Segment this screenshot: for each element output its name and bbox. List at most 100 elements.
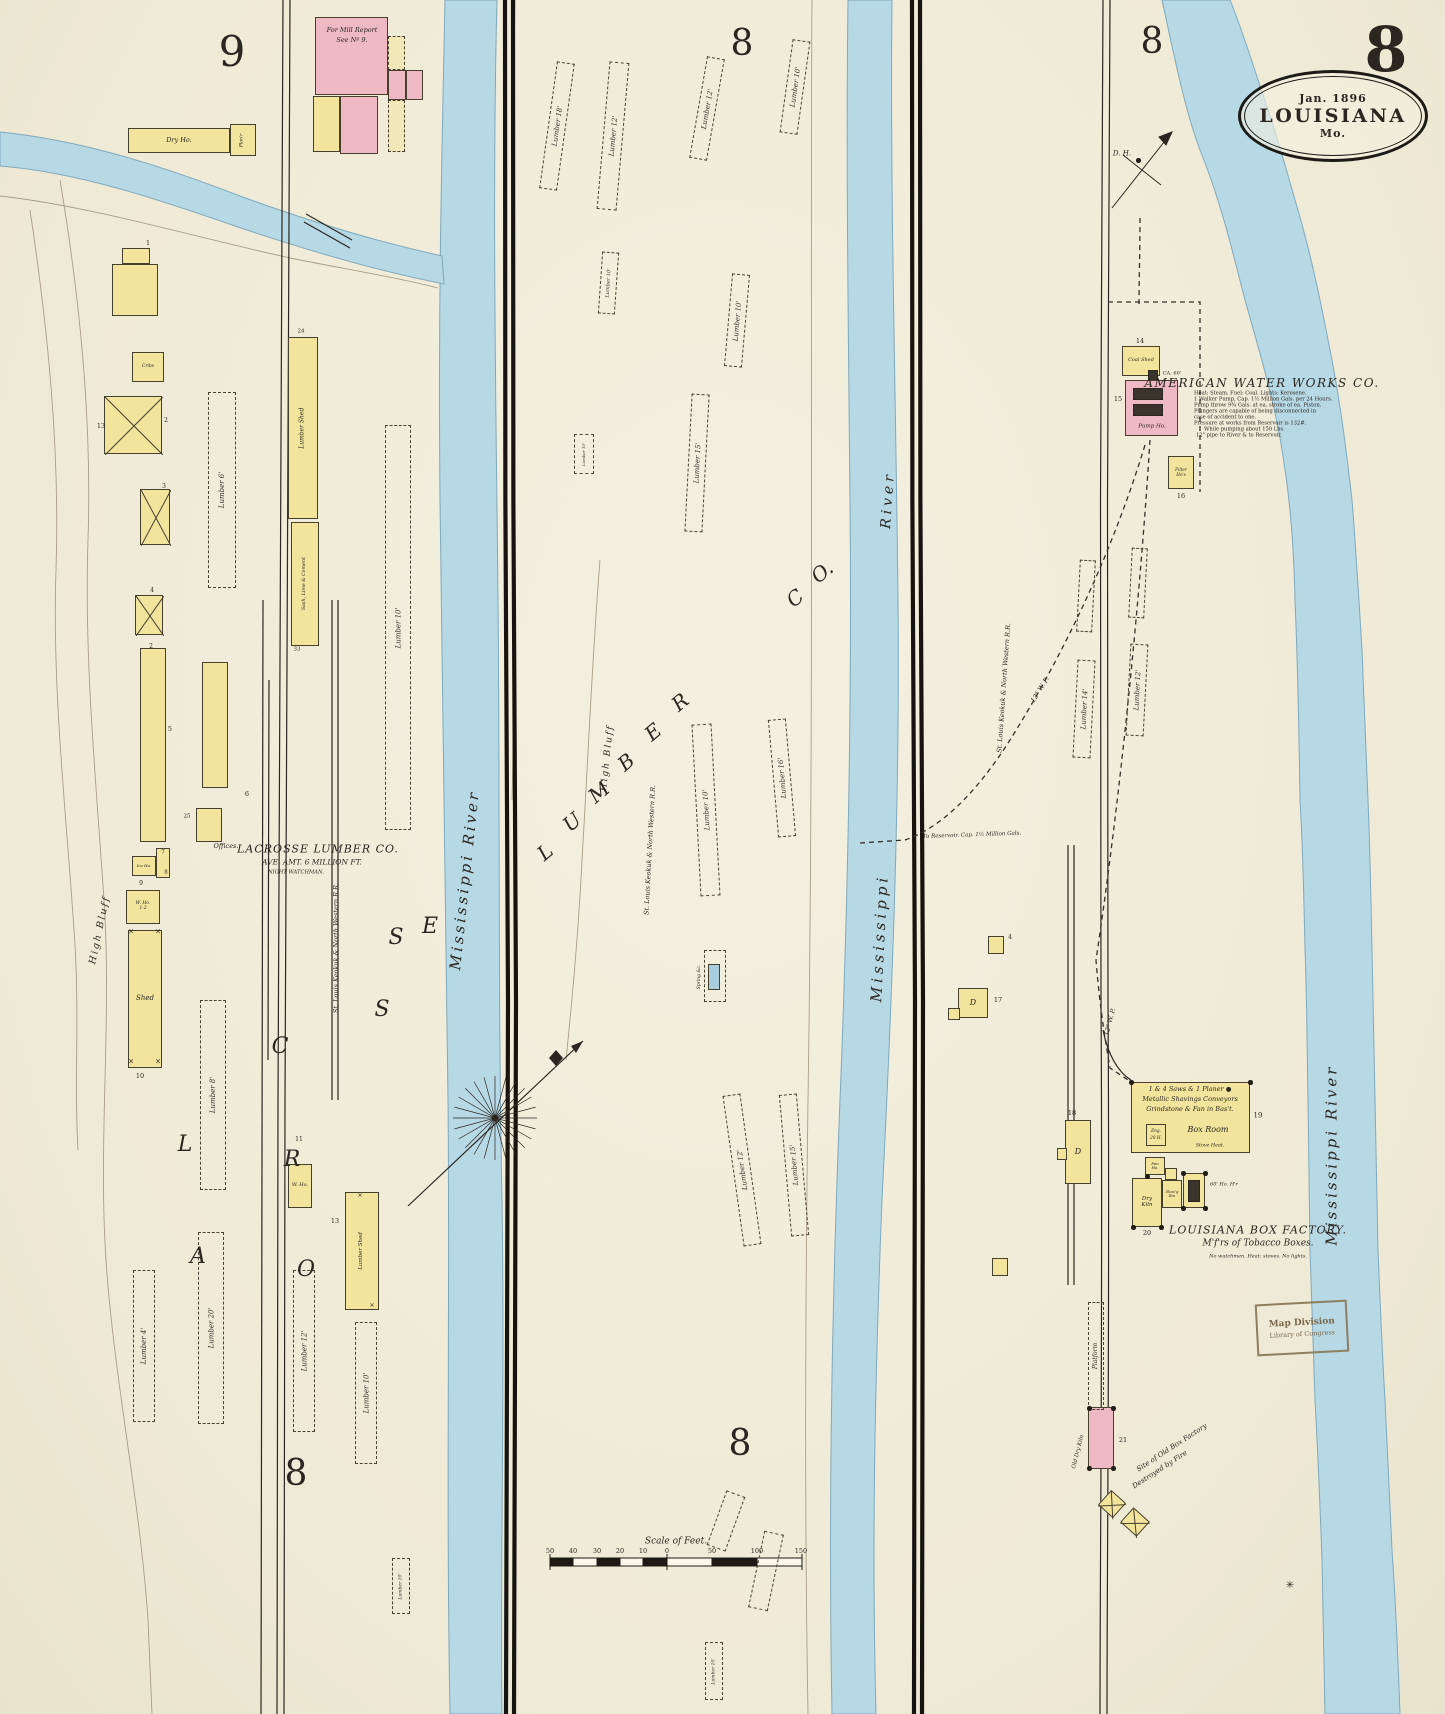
map-label: Old Dry Kiln — [1071, 1434, 1086, 1470]
map-label: C — [271, 1034, 289, 1059]
lumber-pile-label: Lumber 6' — [218, 471, 226, 509]
dry-kiln: Dry Kiln — [1132, 1178, 1162, 1227]
map-label: Eng. — [1151, 1127, 1161, 1133]
lumber-pile: Lumber 20' — [198, 1232, 224, 1424]
building-label: Fan Ho. — [1151, 1160, 1159, 1170]
map-label: 3 — [162, 483, 166, 490]
map-label: O — [296, 1257, 316, 1282]
lumber-pile: Lumber 10' — [779, 39, 811, 135]
map-label: ✳ — [1285, 1580, 1295, 1591]
map-label: 25 — [183, 813, 191, 820]
east-river — [1161, 0, 1401, 1714]
building-label: Dry Kiln — [1141, 1195, 1153, 1208]
lumber-pile — [1128, 547, 1148, 619]
building: Shav'g Bin — [1162, 1180, 1182, 1208]
cross-mark-icon — [141, 490, 171, 546]
corner-dot — [1111, 1466, 1116, 1471]
water-pipe-label-2: 12" W. P. — [1102, 1007, 1118, 1037]
map-label: × — [369, 1302, 375, 1309]
sheet-ref-8-top-center: 8 — [730, 23, 754, 64]
cross-mark-icon — [136, 596, 164, 636]
lumber-pile: Lumber 10' — [705, 1642, 723, 1700]
building — [340, 96, 378, 154]
map-label: 15 — [1113, 394, 1123, 403]
lumber-pile — [748, 1530, 784, 1612]
map-label: High Bluff — [87, 894, 113, 966]
building — [140, 489, 171, 546]
building — [1057, 1148, 1067, 1160]
corner-dot — [1203, 1171, 1208, 1176]
middle-slough — [829, 0, 899, 1714]
map-label: 9 — [139, 880, 143, 887]
map-label: R — [283, 1147, 301, 1172]
map-label: 17 — [993, 995, 1003, 1004]
map-label: O. — [806, 555, 838, 589]
scale-title: Scale of Feet. — [644, 1536, 708, 1547]
map-label: Pump Ho. — [1138, 423, 1166, 430]
corner-dot — [1136, 158, 1141, 163]
building — [992, 1258, 1008, 1276]
lumber-pile-label: Lumber 10' — [700, 789, 712, 831]
building: Sash, Lime & Cement — [291, 522, 319, 646]
lumber-pile: Lumber 8' — [200, 1000, 226, 1190]
lumber-pile: Lumber 10' — [385, 425, 411, 830]
railroad-tracks-thin — [260, 0, 1132, 1714]
scale-bar — [549, 1554, 803, 1570]
map-label: Heat: Steam. Fuel: Coal. Lights: Kerosen… — [1194, 390, 1307, 397]
corner-dot — [1129, 1080, 1134, 1085]
library-stamp: Map Division Library of Congress — [1254, 1299, 1350, 1357]
building — [388, 36, 405, 70]
cross-mark-icon — [105, 397, 163, 455]
building-label: Dry Ho. — [166, 135, 192, 144]
map-label: 7 — [161, 849, 165, 856]
map-label: 4 — [150, 587, 154, 594]
corner-dot — [1131, 1225, 1136, 1230]
map-label: NIGHT WATCHMAN. — [268, 869, 324, 876]
reservoir-pipe-label: To Reservoir. Cap. 1½ Million Gals. — [922, 830, 1022, 840]
building — [202, 662, 228, 788]
map-label: 4 — [1008, 934, 1012, 941]
building — [388, 100, 405, 152]
lumber-pile-label: Lumber 12' — [300, 1330, 309, 1372]
platform-outline — [1088, 1302, 1104, 1410]
building-label: W. Ho. — [291, 1182, 309, 1189]
lumber-pile-label: Lumber 12' — [1131, 669, 1143, 711]
corner-dot — [1159, 1225, 1164, 1230]
lumber-pile: Lumber 12' — [689, 56, 725, 161]
corner-dot — [1181, 1206, 1186, 1211]
railroad-label-west: St. Louis Keokuk & North Western R.R. — [331, 882, 340, 1014]
map-label: 13 — [96, 421, 106, 430]
map-label: 10 — [135, 1071, 145, 1080]
corner-dot — [1203, 1206, 1208, 1211]
map-label: 10 — [638, 1546, 648, 1555]
building — [104, 396, 163, 455]
building-label: Sash, Lime & Cement — [302, 557, 308, 611]
building — [1133, 404, 1163, 416]
north-arrow-icon — [1111, 131, 1173, 209]
building: Cribs — [132, 352, 164, 382]
lumber-pile: Lumber 12' — [293, 1270, 315, 1432]
map-label: 24 — [297, 328, 305, 335]
lumber-pile — [706, 1490, 746, 1552]
corner-dot — [1111, 1406, 1116, 1411]
railroad-tracks-main — [502, 0, 926, 1714]
lumber-pile-label: Lumber 10' — [362, 1372, 371, 1414]
map-label: 100 — [750, 1546, 764, 1555]
building — [406, 70, 423, 100]
map-label: 33 — [293, 646, 301, 653]
sheet-ref-8-top-right: 8 — [1140, 21, 1164, 62]
building: Ice Ho. — [132, 856, 156, 876]
lumber-pile-label: Lumber 15' — [788, 1144, 800, 1186]
building — [1146, 1124, 1166, 1146]
lumber-pile-label: Lumber 4' — [140, 1327, 148, 1365]
lumber-pile: Lumber 6' — [208, 392, 236, 588]
building: Shed — [128, 930, 162, 1068]
lumber-pile-label: Lumber 12' — [735, 1149, 749, 1191]
map-label: 16 — [1176, 491, 1186, 500]
lumber-pile: Lumber 14' — [1072, 659, 1096, 759]
lumber-pile-label: Lumber 10' — [581, 442, 587, 466]
water-pipe-label-1: 12" W. P. — [1028, 675, 1051, 704]
building: Lumber Shed — [288, 337, 318, 519]
